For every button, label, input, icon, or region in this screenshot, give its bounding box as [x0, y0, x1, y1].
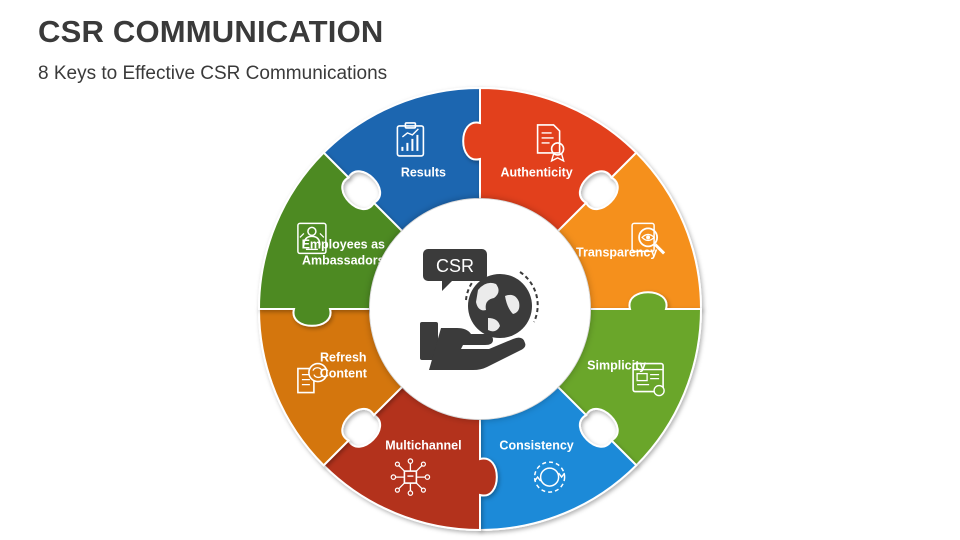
network-hub-icon: [390, 458, 431, 496]
segment-label-simplicity: Simplicity: [587, 359, 646, 373]
segment-label-line: Multichannel: [385, 439, 461, 453]
hand-cuff: [420, 322, 438, 360]
segment-consistency: Consistency: [462, 385, 638, 532]
segment-label-line: Results: [401, 165, 446, 179]
slide-subtitle: 8 Keys to Effective CSR Communications: [38, 63, 388, 84]
segment-label-line: Simplicity: [587, 359, 646, 373]
globe-continents: [476, 282, 520, 332]
refresh-book-icon: [297, 362, 328, 394]
segment-label-line: Ambassadors: [302, 253, 385, 267]
segment-label-multichannel: Multichannel: [385, 439, 461, 453]
report-chart-icon: [396, 122, 425, 157]
segment-label-line: Consistency: [499, 439, 573, 453]
segment-label-line: Employees as: [302, 237, 385, 251]
hand-shape: [429, 328, 526, 370]
cycle-arrows-icon: [533, 461, 566, 493]
magnifier-eye-icon: [631, 222, 666, 255]
browser-window-icon: [632, 362, 665, 397]
globe-orbit-left: [465, 279, 475, 301]
globe-orbit: [519, 271, 539, 323]
segment-label-transparency: Transparency: [576, 245, 657, 259]
segment-label-results: Results: [401, 165, 446, 179]
csr-badge-text: CSR: [436, 256, 474, 276]
ambassador-person-icon: [297, 222, 327, 255]
segment-label-authenticity: Authenticity: [500, 165, 572, 179]
segment-label-employees-as-ambassadors: Employees as Ambassadors: [302, 237, 385, 267]
segment-results: Results: [322, 86, 498, 233]
segment-label-line: Refresh: [320, 351, 367, 365]
segment-label-line: Transparency: [576, 245, 657, 259]
hand-holding-globe-icon: CSR: [420, 249, 539, 370]
segment-label-consistency: Consistency: [499, 439, 573, 453]
segment-label-line: Authenticity: [500, 165, 572, 179]
segment-authenticity: Authenticity: [462, 86, 638, 233]
certificate-document-icon: [536, 124, 565, 163]
segment-label-line: Content: [320, 367, 368, 381]
csr-speech-bubble: [423, 249, 487, 291]
segment-employees-as-ambassadors: Employees as Ambassadors: [257, 151, 404, 327]
slide-title: CSR COMMUNICATION: [38, 14, 384, 49]
